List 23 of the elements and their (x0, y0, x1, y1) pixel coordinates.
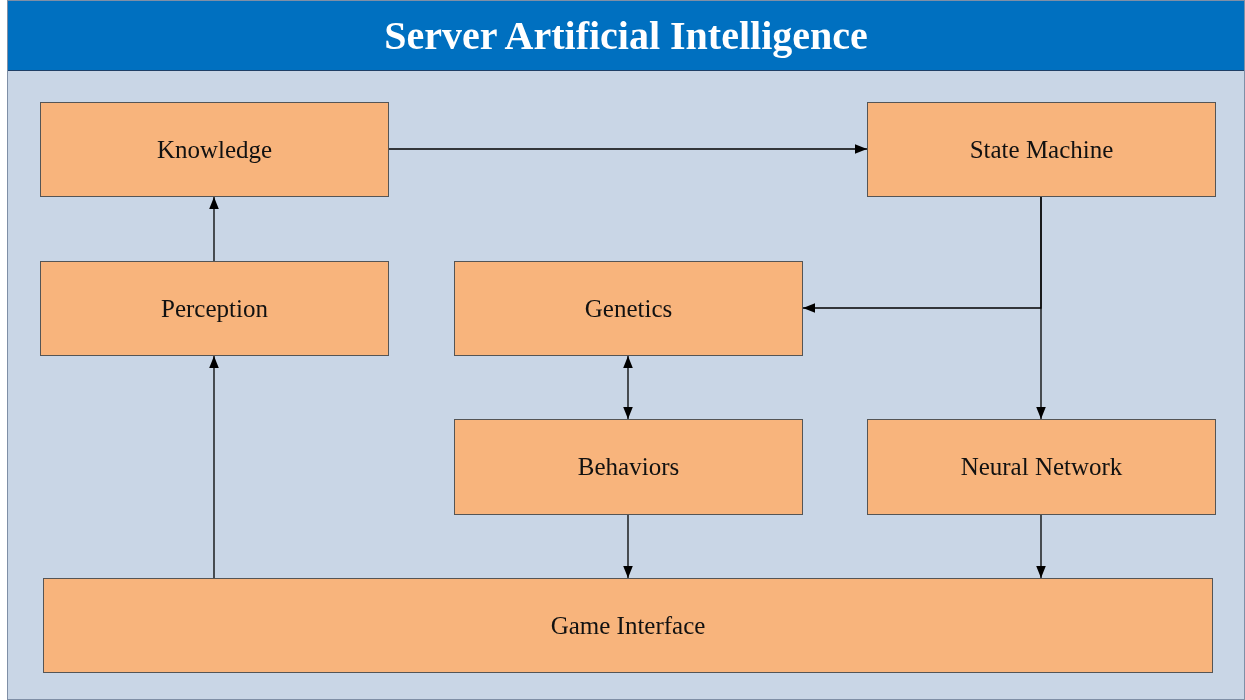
box-label: State Machine (969, 135, 1114, 164)
arrow (209, 196, 219, 262)
process-box (43, 578, 1213, 673)
process-box (867, 419, 1216, 515)
box-label: Game Interface (550, 611, 706, 640)
process-box (40, 261, 389, 356)
arrow (209, 355, 219, 579)
box-label: Genetics (584, 294, 673, 323)
process-box (454, 419, 803, 515)
arrow (1036, 514, 1046, 579)
process-box (867, 102, 1216, 197)
arrow (388, 144, 868, 154)
process-box (40, 102, 389, 197)
box-label: Knowledge (156, 135, 273, 164)
arrow (623, 355, 633, 420)
arrow (1036, 196, 1046, 420)
panel-background (7, 0, 1245, 700)
box-label: Behaviors (577, 453, 680, 481)
box-label: Perception (161, 294, 268, 323)
panel-title: Server Artificial Intelligence (384, 12, 868, 59)
process-box (454, 261, 803, 356)
arrow (623, 514, 633, 579)
box-label: Neural Network (960, 453, 1123, 481)
